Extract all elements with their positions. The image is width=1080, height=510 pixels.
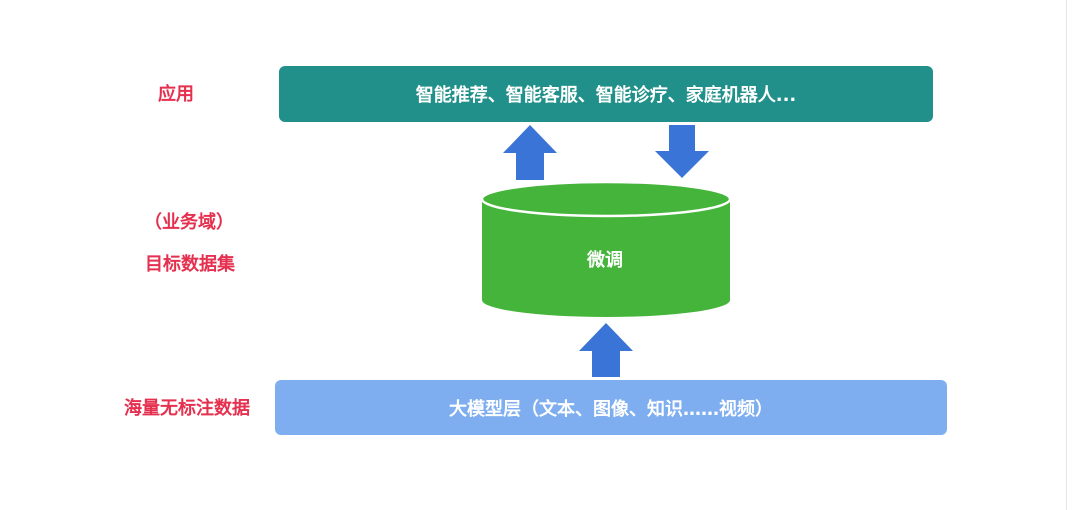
arrow-up-to-finetune [579,323,633,377]
finetune-cylinder [480,180,732,317]
application-box: 智能推荐、智能客服、智能诊疗、家庭机器人... [279,66,933,122]
label-unlabeled-data: 海量无标注数据 [124,398,250,419]
label-application: 应用 [158,84,194,105]
label-business-domain: （业务域） [144,212,234,233]
label-target-dataset: 目标数据集 [145,254,235,275]
application-box-text: 智能推荐、智能客服、智能诊疗、家庭机器人... [415,85,797,106]
arrow-up-to-application [503,125,557,180]
page-edge [1066,0,1067,510]
arrow-down-from-application [655,125,709,178]
foundation-model-box: 大模型层（文本、图像、知识……视频） [275,380,947,435]
foundation-model-box-text: 大模型层（文本、图像、知识……视频） [449,398,773,420]
finetune-label: 微调 [587,250,623,271]
